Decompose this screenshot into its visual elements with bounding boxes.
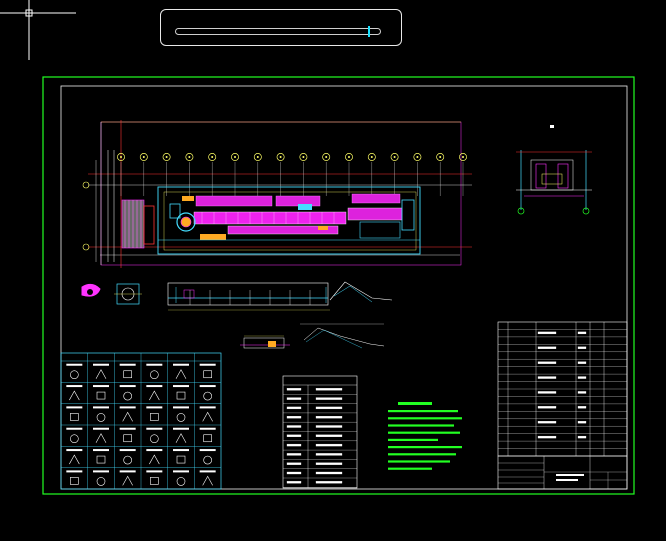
elevation-view[interactable] (167, 281, 393, 311)
title-block[interactable] (497, 455, 628, 490)
grid-bubble (117, 153, 125, 161)
text-cursor-icon (368, 26, 370, 37)
legend-symbol-icon (119, 363, 136, 379)
grid-bubble (390, 153, 399, 161)
grid-bubble (459, 153, 467, 161)
legend-symbol-icon (66, 470, 83, 485)
legend-symbol-icon (199, 449, 216, 465)
legend-symbol-icon (66, 449, 83, 465)
legend-symbol-icon (173, 385, 189, 400)
legend-symbol-icon (66, 406, 83, 421)
command-input-track[interactable] (175, 28, 381, 35)
spec-table[interactable] (282, 375, 358, 489)
bom-table[interactable] (497, 321, 628, 457)
legend-symbol-icon (93, 470, 109, 486)
legend-symbol-icon (173, 363, 189, 379)
legend-symbol-icon (93, 406, 109, 422)
grid-bubble (276, 153, 285, 161)
legend-symbol-icon (93, 427, 109, 443)
crosshair-cursor-icon (0, 0, 76, 60)
sheet-border (42, 76, 635, 495)
legend-symbol-icon (173, 427, 189, 443)
legend-symbol-icon (146, 385, 163, 401)
legend-symbol-icon (119, 449, 136, 465)
legend-symbol-icon (199, 385, 216, 401)
grid-bubble (185, 153, 194, 161)
legend-symbol-icon (146, 449, 163, 465)
legend-symbol-icon (119, 470, 136, 486)
legend-symbol-icon (199, 406, 216, 422)
small-section-view[interactable] (240, 323, 385, 349)
grid-axis-bubbles (117, 153, 467, 196)
grid-bubble (208, 153, 217, 161)
grid-bubble (162, 153, 171, 161)
legend-symbol-icon (146, 406, 163, 421)
legend-symbol-icon (146, 427, 163, 444)
grid-bubble (367, 153, 376, 161)
legend-symbol-icon (173, 406, 189, 422)
grid-bubble (231, 153, 239, 161)
drawing-frame (60, 85, 628, 490)
legend-symbol-icon (173, 449, 189, 464)
grid-bubble (413, 153, 422, 161)
grid-bubble (322, 153, 331, 161)
legend-symbol-icon (119, 385, 136, 401)
legend-symbol-icon (199, 470, 216, 486)
legend-symbol-icon (66, 363, 83, 380)
legend-symbol-icon (199, 427, 216, 443)
legend-symbol-icon (119, 427, 136, 443)
section-detail-left[interactable] (81, 283, 142, 305)
legend-symbol-icon (119, 406, 136, 422)
legend-symbol-icon (93, 449, 109, 464)
grid-bubble (299, 153, 308, 161)
legend-symbol-icon (66, 385, 83, 401)
command-line-input[interactable] (160, 9, 402, 46)
legend-symbol-icon (66, 427, 83, 444)
legend-table[interactable] (60, 352, 222, 490)
legend-symbol-icon (93, 385, 109, 400)
legend-symbol-icon (199, 363, 216, 379)
cross-section-view[interactable] (516, 125, 592, 215)
legend-symbol-icon (93, 363, 109, 379)
grid-bubble (345, 153, 353, 161)
grid-bubble (436, 153, 445, 161)
main-plan-view[interactable] (82, 120, 472, 268)
legend-symbol-icon (146, 363, 163, 380)
design-notes (388, 402, 462, 470)
grid-bubble (253, 153, 262, 161)
legend-symbol-icon (146, 470, 163, 485)
grid-bubble (139, 153, 148, 161)
legend-symbol-icon (173, 470, 189, 486)
